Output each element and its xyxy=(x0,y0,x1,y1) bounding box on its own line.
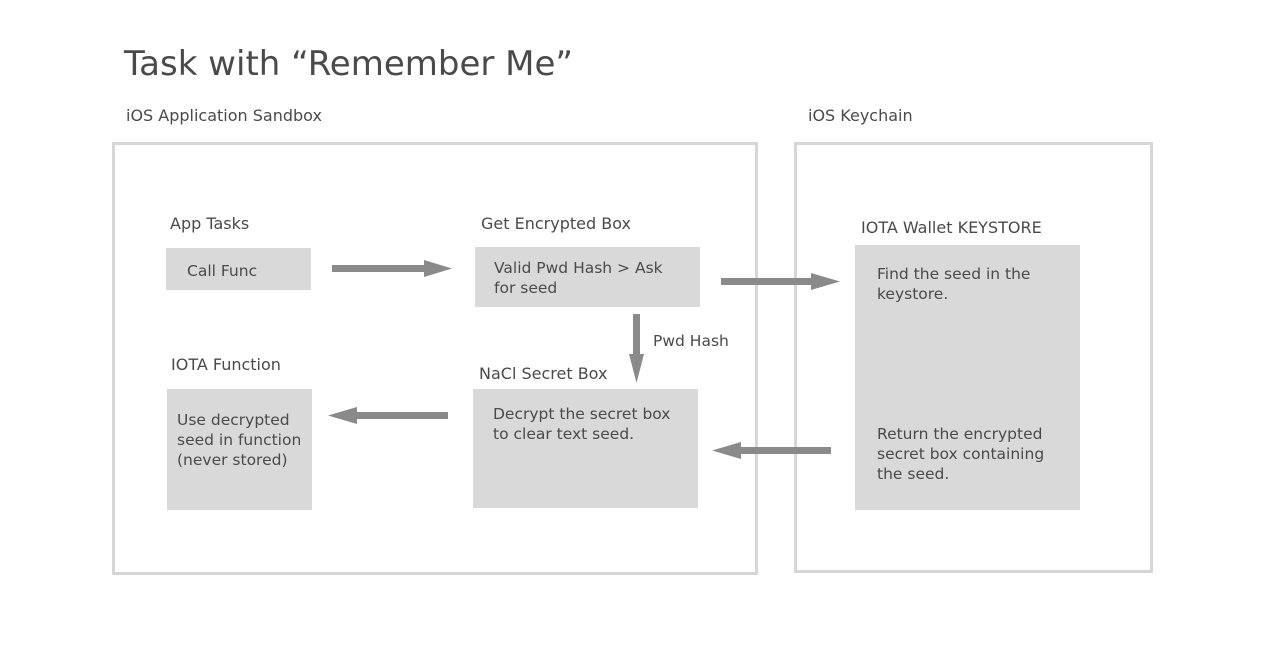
keystore-label: IOTA Wallet KEYSTORE xyxy=(861,218,1042,237)
nacl-secret-box: Decrypt the secret box to clear text see… xyxy=(473,389,698,508)
arrow-get-encrypted-box-to-nacl-secret-box xyxy=(629,314,644,383)
app-tasks-text: Call Func xyxy=(187,262,258,280)
diagram-title: Task with “Remember Me” xyxy=(124,44,574,84)
get-encrypted-box: Valid Pwd Hash > Ask for seed xyxy=(475,247,700,307)
keystore-find-line-2: keystore. xyxy=(877,285,949,303)
get-encrypted-box-label: Get Encrypted Box xyxy=(481,214,631,233)
iota-function-line-2: seed in function xyxy=(177,431,302,449)
keystore-find-line-1: Find the seed in the xyxy=(877,265,1031,283)
iota-function-line-3: (never stored) xyxy=(177,451,288,469)
nacl-secret-box-line-2: to clear text seed. xyxy=(493,425,635,443)
arrow-nacl-secret-box-to-iota-function xyxy=(328,407,448,424)
app-tasks-box: Call Func xyxy=(166,248,311,290)
iota-function-box: Use decrypted seed in function (never st… xyxy=(167,389,312,510)
keystore-return-line-2: secret box containing xyxy=(877,445,1045,463)
get-encrypted-box-line-2: for seed xyxy=(494,279,558,297)
iota-function-label: IOTA Function xyxy=(171,355,281,374)
arrow-keystore-to-nacl-secret-box xyxy=(712,442,831,459)
keystore-return-line-1: Return the encrypted xyxy=(877,425,1043,443)
arrow-app-tasks-to-get-encrypted-box xyxy=(332,260,452,277)
keychain-panel xyxy=(794,142,1153,573)
keystore-box: Find the seed in the keystore. Return th… xyxy=(855,245,1080,510)
sandbox-panel xyxy=(112,142,758,575)
app-tasks-label: App Tasks xyxy=(170,214,250,233)
pwd-hash-edge-label: Pwd Hash xyxy=(653,332,729,350)
nacl-secret-box-line-1: Decrypt the secret box xyxy=(493,405,671,423)
arrow-get-encrypted-box-to-keystore xyxy=(721,273,840,290)
keystore-return-line-3: the seed. xyxy=(877,465,950,483)
iota-function-line-1: Use decrypted xyxy=(177,411,290,429)
sandbox-zone-label: iOS Application Sandbox xyxy=(126,106,322,125)
get-encrypted-box-line-1: Valid Pwd Hash > Ask xyxy=(494,259,663,277)
keychain-zone-label: iOS Keychain xyxy=(808,106,913,125)
nacl-secret-box-label: NaCl Secret Box xyxy=(479,364,608,383)
